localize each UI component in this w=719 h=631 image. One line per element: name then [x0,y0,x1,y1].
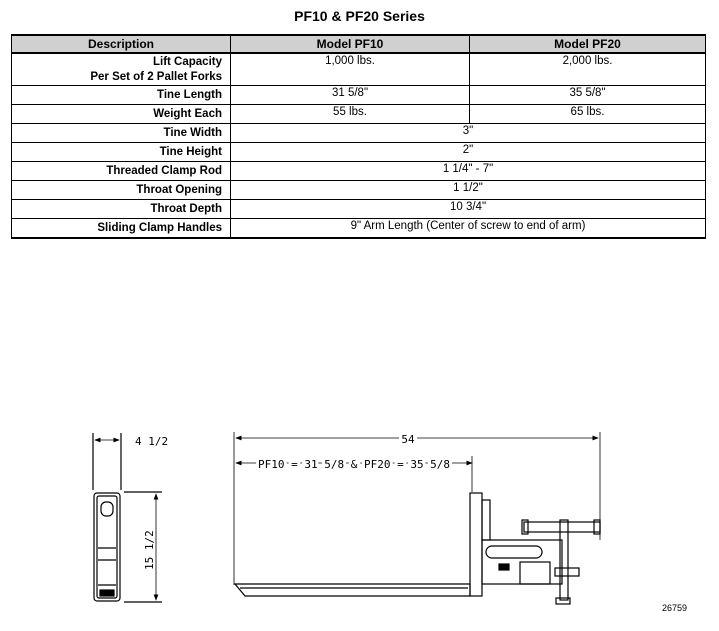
row-label-clamp-rod: Threaded Clamp Rod [11,161,231,181]
table-row: Weight Each 55 lbs. 65 lbs. [11,104,706,124]
specifications-table: Description Model PF10 Model PF20 Lift C… [11,34,706,239]
cell-clamp-handles: 9" Arm Length (Center of screw to end of… [230,218,706,239]
lift-capacity-line1: Lift Capacity [152,55,222,68]
cell-pf20-lift: 2,000 lbs. [469,52,706,86]
row-label-weight: Weight Each [11,104,231,124]
dim-tine-label: PF10 = 31 5/8 & PF20 = 35 5/8 [258,458,450,471]
table-header-row: Description Model PF10 Model PF20 [11,34,706,54]
dim-height-label: 15 1/2 [143,530,156,570]
dim-overall-label: 54 [401,433,415,446]
cell-pf10-lift: 1,000 lbs. [230,52,470,86]
fork-side-view [233,432,601,605]
row-label-clamp-handles: Sliding Clamp Handles [11,218,231,239]
fork-end-view [92,433,162,603]
lift-capacity-line2: Per Set of 2 Pallet Forks [90,70,222,83]
table-row: Lift Capacity Per Set of 2 Pallet Forks … [11,52,706,86]
table-row: Tine Width 3" [11,123,706,143]
table-row: Tine Height 2" [11,142,706,162]
row-label-throat-opening: Throat Opening [11,180,231,200]
page-title: PF10 & PF20 Series [294,8,425,24]
header-model-pf10: Model PF10 [230,34,470,54]
table-row: Throat Depth 10 3/4" [11,199,706,219]
header-description: Description [11,34,231,54]
figure-number: 26759 [662,603,687,613]
table-row: Sliding Clamp Handles 9" Arm Length (Cen… [11,218,706,239]
cell-throat-depth: 10 3/4" [230,199,706,219]
header-model-pf20: Model PF20 [469,34,706,54]
row-label-throat-depth: Throat Depth [11,199,231,219]
dim-width-label: 4 1/2 [135,435,168,448]
